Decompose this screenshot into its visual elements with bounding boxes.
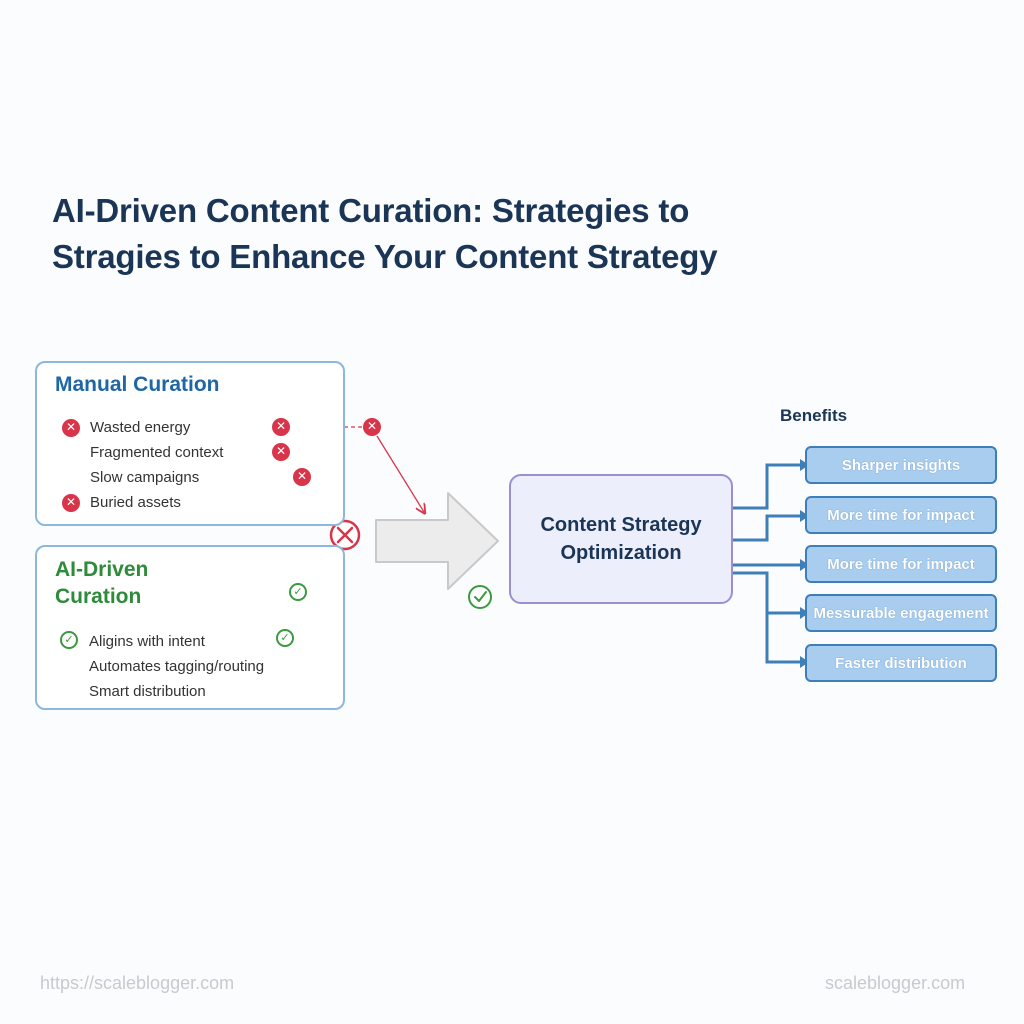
x-circle-icon: ✕	[293, 468, 311, 486]
manual-item-buried-assets: Buried assets	[90, 494, 181, 511]
benefit-connectors	[733, 463, 800, 664]
manual-item-slow-campaigns: Slow campaigns	[90, 469, 200, 486]
footer-brand: scaleblogger.com	[825, 973, 966, 993]
ai-item-aligns-intent: Aligins with intent	[89, 633, 205, 650]
manual-item-fragmented-context: Fragmented context	[90, 444, 224, 461]
connector-benefit-2	[733, 514, 800, 542]
flow-check-icon	[468, 585, 492, 609]
benefits-heading: Benefits	[780, 406, 848, 425]
title-line-2: Stragies to Enhance Your Content Strateg…	[52, 238, 718, 275]
x-circle-icon: ✕	[62, 494, 80, 512]
benefit-faster-distribution: Faster distribution	[805, 644, 997, 682]
check-circle-icon: ✓	[276, 629, 294, 647]
connector-benefit-1	[733, 463, 800, 510]
benefit-more-time-1: More time for impact	[805, 496, 997, 534]
title-line-1: AI-Driven Content Curation: Strategies t…	[52, 192, 690, 229]
ai-item-automates-tagging: Automates tagging/routing	[89, 658, 265, 675]
check-circle-icon: ✓	[60, 631, 78, 649]
connector-outer-to-arrow	[376, 435, 424, 512]
content-strategy-optimization-box: Content Strategy Optimization	[509, 474, 733, 604]
manual-item-wasted-energy: Wasted energy	[90, 419, 191, 436]
x-circle-icon: ✕	[62, 419, 80, 437]
benefit-sharper-insights: Sharper insights	[805, 446, 997, 484]
connector-benefit-4	[733, 571, 800, 615]
footer-url: https://scaleblogger.com	[40, 973, 235, 993]
manual-curation-panel: Manual Curation ✕ Wasted energy Fragment…	[35, 361, 345, 526]
ai-curation-title: AI-Driven Curation	[55, 558, 149, 608]
manual-curation-title: Manual Curation	[55, 373, 220, 396]
page-title: AI-Driven Content Curation: Strategies t…	[52, 188, 952, 280]
benefit-more-time-2: More time for impact	[805, 545, 997, 583]
center-label: Content Strategy Optimization	[540, 514, 702, 564]
benefit-measurable-engagement: Messurable engagement	[805, 594, 997, 632]
x-circle-icon: ✕	[272, 418, 290, 436]
ai-item-smart-distribution: Smart distribution	[89, 683, 206, 700]
connector-benefit-5	[765, 613, 800, 664]
hub-x-icon	[329, 519, 361, 551]
x-circle-icon: ✕	[272, 443, 290, 461]
right-arrow-icon	[375, 492, 499, 590]
check-circle-icon: ✓	[289, 583, 307, 601]
benefit-arrowheads	[800, 459, 809, 668]
ai-curation-panel: AI-Driven Curation ✓ Aligins with intent…	[35, 545, 345, 710]
x-circle-icon: ✕	[363, 418, 381, 436]
